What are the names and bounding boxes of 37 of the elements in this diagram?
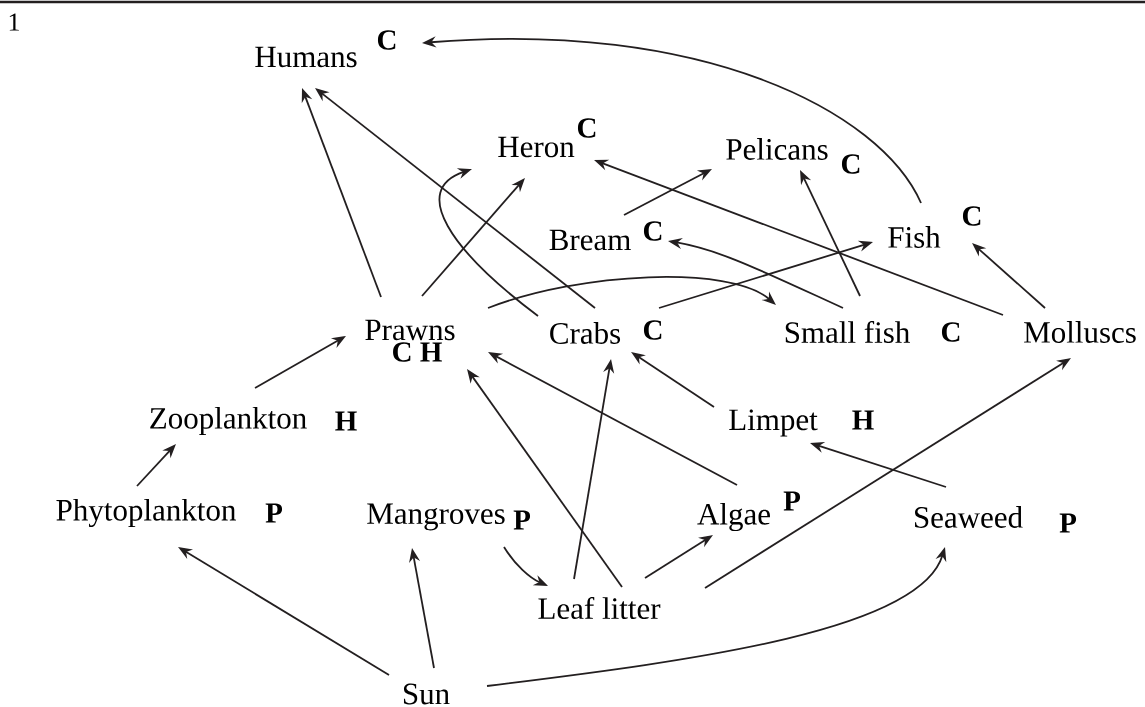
arrow bbox=[421, 178, 525, 297]
trophic-letter: C H bbox=[393, 342, 442, 362]
species-label: Limpet bbox=[729, 409, 818, 437]
arrow bbox=[487, 276, 776, 309]
trophic-letter: H bbox=[852, 410, 874, 430]
trophic-letter: H bbox=[335, 411, 357, 431]
trophic-letter: P bbox=[1059, 513, 1077, 533]
species-label: Sun bbox=[403, 683, 450, 705]
trophic-letter: C bbox=[643, 221, 662, 241]
trophic-letter: C bbox=[962, 206, 981, 226]
trophic-letter: P bbox=[513, 510, 531, 530]
species-label: Pelicans bbox=[726, 138, 828, 160]
species-label: Phytoplankton bbox=[56, 498, 236, 528]
species-label: Algae bbox=[697, 502, 770, 532]
trophic-letter: P bbox=[783, 491, 801, 511]
species-label: Humans bbox=[255, 46, 357, 68]
arrow bbox=[438, 168, 539, 317]
species-label: Seaweed bbox=[915, 506, 1023, 528]
species-label: Bream bbox=[549, 229, 631, 251]
species-label: Molluscs bbox=[1024, 321, 1136, 343]
trophic-letter: C bbox=[377, 30, 396, 50]
trophic-letter: C bbox=[643, 320, 662, 340]
species-label: Crabs bbox=[550, 322, 621, 344]
species-label: Zooplankton bbox=[150, 406, 307, 436]
trophic-letter: C bbox=[577, 118, 596, 138]
trophic-letter: C bbox=[841, 154, 860, 174]
species-label: Leaf litter bbox=[538, 596, 661, 620]
figure-number: 1 bbox=[9, 13, 19, 31]
species-label: Fish bbox=[888, 226, 941, 248]
arrow bbox=[136, 444, 176, 487]
trophic-letter: C bbox=[941, 322, 960, 342]
trophic-letter: P bbox=[265, 503, 283, 523]
species-label: Mangroves bbox=[367, 503, 505, 531]
species-label: Prawns bbox=[365, 319, 455, 341]
species-label: Small fish bbox=[785, 320, 910, 344]
arrow bbox=[972, 243, 1046, 309]
species-label: Heron bbox=[498, 136, 575, 158]
